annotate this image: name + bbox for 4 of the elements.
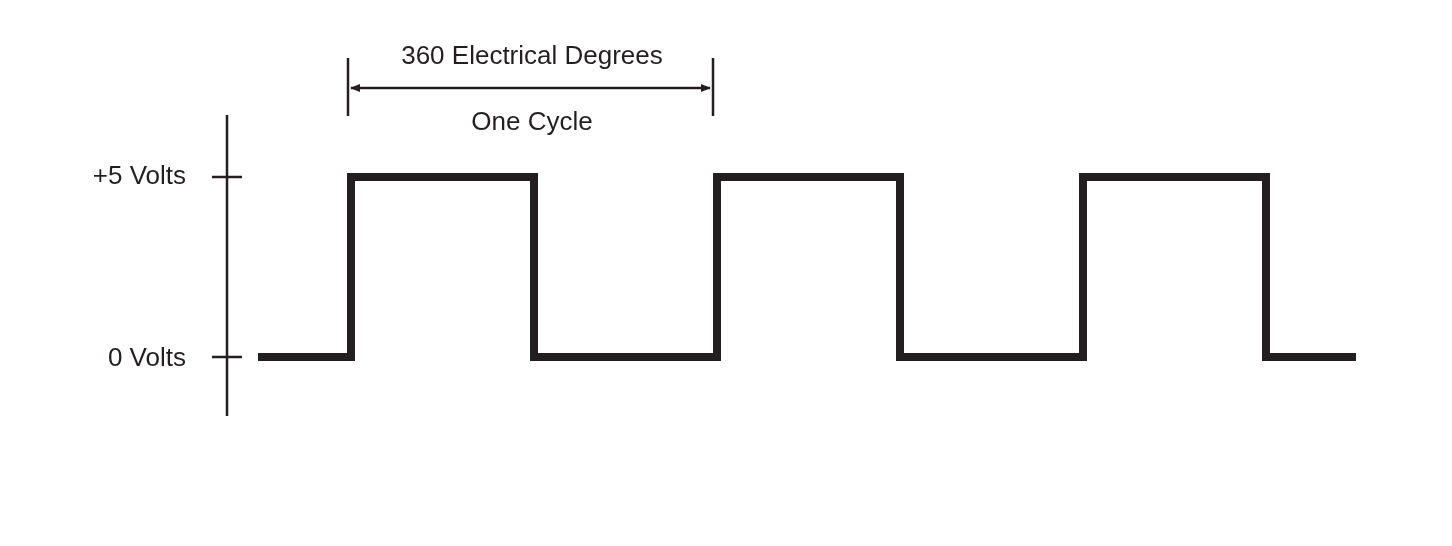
dimension-label: 360 Electrical Degrees — [401, 40, 663, 70]
dimension-label: One Cycle — [471, 106, 593, 136]
axis-label: 0 Volts — [107, 342, 186, 372]
axis-label: +5 Volts — [92, 160, 186, 190]
